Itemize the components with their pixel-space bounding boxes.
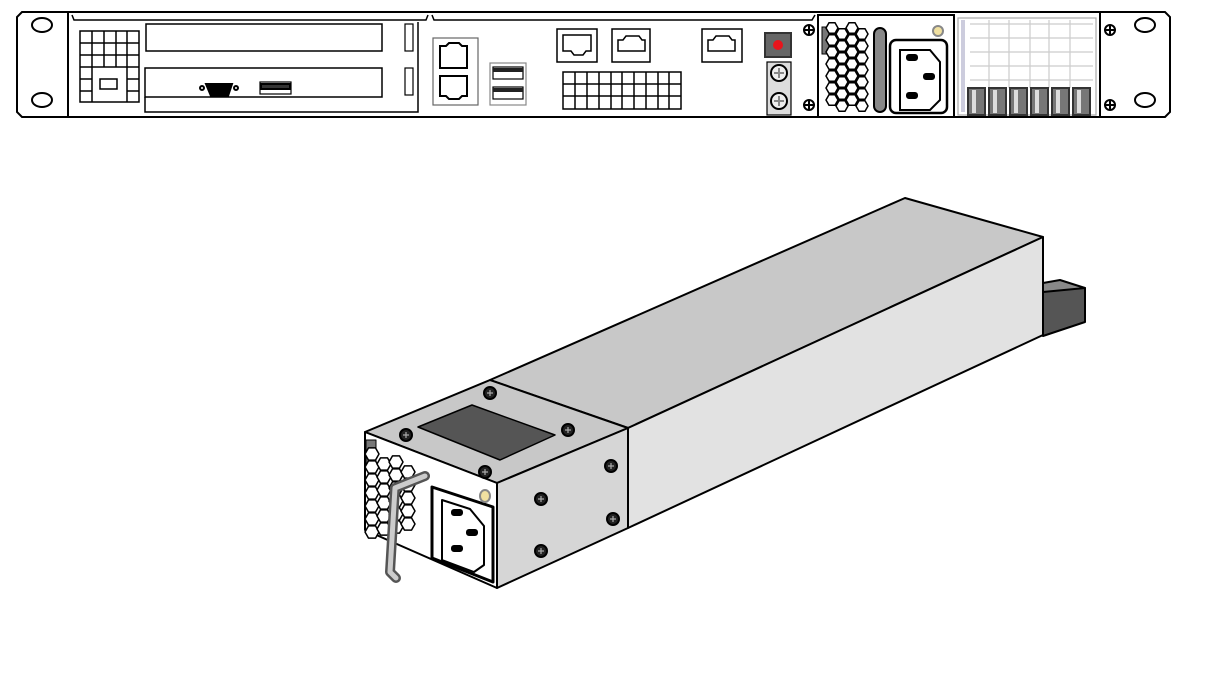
- vent-hole: [855, 100, 869, 112]
- screw-icon: [478, 465, 492, 479]
- rj45-port-block: [432, 37, 479, 106]
- vent-hole: [364, 473, 380, 487]
- vent-hole: [388, 455, 404, 469]
- rj45-port: [439, 75, 468, 100]
- screw-icon: [534, 544, 548, 558]
- screw-icon: [399, 428, 413, 442]
- capacitor: [1009, 87, 1028, 116]
- vent-hole: [835, 28, 849, 40]
- rj45-port: [611, 28, 651, 63]
- vent-hole: [835, 64, 849, 76]
- vent-hole: [364, 460, 380, 474]
- vent-hole: [825, 94, 839, 106]
- chassis-rear-view: [16, 11, 1171, 118]
- capacitor: [1072, 87, 1091, 116]
- vent-hole: [364, 447, 380, 461]
- vent-hole: [835, 88, 849, 100]
- expansion-slot: [144, 67, 383, 98]
- usb-port: [492, 86, 524, 100]
- vent-hole: [364, 525, 380, 539]
- vent-hole: [855, 88, 869, 100]
- vent-hole: [835, 100, 849, 112]
- screw-icon: [483, 386, 497, 400]
- vent-hole: [835, 52, 849, 64]
- psu-status-led: [479, 489, 491, 503]
- power-led: [773, 40, 783, 50]
- rj45-port: [439, 42, 468, 69]
- vent-hole: [845, 94, 859, 106]
- capacitor: [967, 87, 986, 116]
- vent-grid: [79, 30, 140, 103]
- capacitor: [1051, 87, 1070, 116]
- psu-handle: [873, 27, 887, 113]
- screw-icon: [1104, 24, 1116, 36]
- screw-icon: [534, 492, 548, 506]
- vent-hole: [835, 76, 849, 88]
- vent-hole: [825, 34, 839, 46]
- vent-hole: [400, 491, 416, 505]
- vent-hole: [376, 470, 392, 484]
- vent-hole: [825, 58, 839, 70]
- screw-icon: [1104, 99, 1116, 111]
- ac-power-inlet: [430, 485, 495, 584]
- vent-hole: [845, 82, 859, 94]
- vent-hole: [855, 76, 869, 88]
- rj45-port: [556, 28, 598, 63]
- screw-icon: [561, 423, 575, 437]
- right-rack-ear: [1099, 11, 1171, 118]
- vent-hole: [855, 40, 869, 52]
- vent-hole: [376, 483, 392, 497]
- capacitor-row: [967, 87, 1091, 116]
- rack-mount-hole: [1134, 17, 1156, 33]
- screw-icon: [803, 24, 815, 36]
- vent-hole: [855, 28, 869, 40]
- usb-port-block: [489, 62, 527, 106]
- capacitor: [988, 87, 1007, 116]
- vent-hole: [400, 504, 416, 518]
- vga-port: [204, 83, 234, 97]
- hex-vent: [825, 22, 869, 112]
- vent-hole: [364, 512, 380, 526]
- vent-hole: [835, 40, 849, 52]
- rack-mount-hole: [31, 92, 53, 108]
- thumbscrew-icon: [770, 92, 788, 110]
- left-rack-ear: [16, 11, 69, 118]
- usb-port: [492, 66, 524, 80]
- rack-mount-hole: [1134, 92, 1156, 108]
- vent-hole: [376, 457, 392, 471]
- vent-hole: [364, 499, 380, 513]
- ac-power-inlet: [888, 38, 949, 115]
- vent-hole: [855, 64, 869, 76]
- vent-hole: [376, 509, 392, 523]
- vent-hole: [845, 22, 859, 34]
- rj45-port: [701, 28, 743, 63]
- screw-icon: [803, 99, 815, 111]
- vent-hole: [845, 58, 859, 70]
- expansion-slot: [145, 23, 383, 52]
- vent-hole: [825, 46, 839, 58]
- screw-icon: [604, 459, 618, 473]
- rack-mount-hole: [31, 17, 53, 33]
- thumbscrew-icon: [770, 64, 788, 82]
- vent-hole: [364, 486, 380, 500]
- vent-hole: [845, 34, 859, 46]
- power-supply-module-isometric: [364, 197, 1086, 589]
- screw-icon: [606, 512, 620, 526]
- vent-grid: [562, 71, 682, 110]
- vent-hole: [855, 52, 869, 64]
- vent-hole: [845, 70, 859, 82]
- vent-hole: [376, 496, 392, 510]
- label-area: [417, 404, 556, 461]
- vent-hole: [825, 82, 839, 94]
- vent-hole: [845, 46, 859, 58]
- psu-status-led: [932, 25, 944, 37]
- installed-power-supply: [817, 14, 955, 118]
- vent-hole: [400, 517, 416, 531]
- vent-hole: [825, 22, 839, 34]
- capacitor: [1030, 87, 1049, 116]
- vent-hole: [825, 70, 839, 82]
